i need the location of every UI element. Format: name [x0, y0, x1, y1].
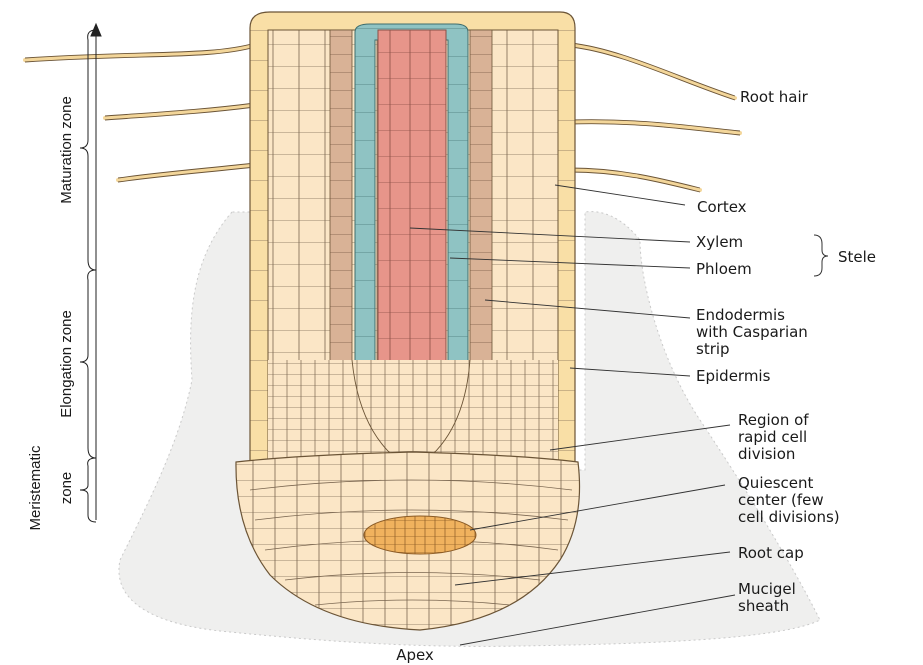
- phloem-label: Phloem: [696, 260, 752, 278]
- endodermis-label-2: with Casparian: [696, 323, 808, 341]
- meristematic-zone-label-2: zone: [58, 472, 75, 505]
- stele-brace: [814, 235, 828, 276]
- quiescent-center: [364, 516, 476, 554]
- quiescent-label-2: center (few: [738, 491, 824, 509]
- cortex-label: Cortex: [697, 198, 747, 216]
- stele-label: Stele: [838, 248, 876, 266]
- mucigel-label-1: Mucigel: [738, 580, 796, 598]
- endodermis-label-1: Endodermis: [696, 306, 785, 324]
- zone-axis: [80, 24, 101, 520]
- root-hair-label: Root hair: [740, 88, 809, 106]
- meristematic-zone-label-1: Meristematic: [27, 445, 44, 531]
- root-cap-label: Root cap: [738, 544, 804, 562]
- xylem-layer: [378, 30, 446, 370]
- xylem-label: Xylem: [696, 233, 743, 251]
- elongation-zone-label: Elongation zone: [58, 310, 75, 418]
- apex-label: Apex: [396, 646, 434, 664]
- quiescent-label-3: cell divisions): [738, 508, 840, 526]
- rapid-division-label-1: Region of: [738, 411, 809, 429]
- quiescent-label-1: Quiescent: [738, 474, 814, 492]
- rapid-division-label-3: division: [738, 445, 795, 463]
- epidermis-label: Epidermis: [696, 367, 771, 385]
- endodermis-label-3: strip: [696, 340, 730, 358]
- mucigel-label-2: sheath: [738, 597, 789, 615]
- maturation-zone-label: Maturation zone: [58, 96, 75, 204]
- rapid-division-label-2: rapid cell: [738, 428, 807, 446]
